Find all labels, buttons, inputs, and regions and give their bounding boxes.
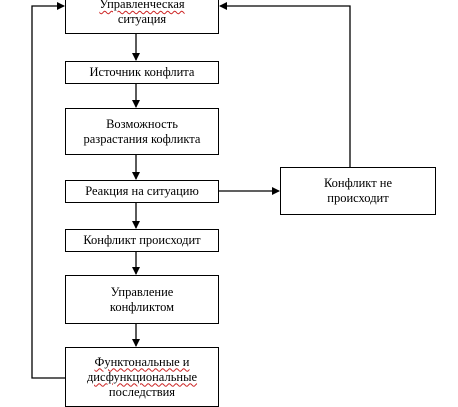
node-growth-line-1: Возможность — [106, 116, 178, 131]
node-management-line-1: Управление — [110, 284, 174, 299]
node-conflict-occurs: Конфликт происходит — [65, 229, 219, 252]
node-management-line-2: конфликтом — [109, 299, 175, 314]
arrow-consequences-loop — [31, 2, 65, 379]
node-no-conflict-line-1: Конфликт не — [323, 176, 393, 190]
node-management-situation: Управленческая ситуация — [65, 0, 219, 34]
node-conflict-source: Источник конфлита — [65, 61, 219, 84]
node-growth-line-2: разрастания кофликта — [83, 131, 201, 146]
node-growth-possibility: Возможность разрастания кофликта — [65, 108, 219, 155]
node-conflict-line-1: Конфликт происходит — [83, 233, 201, 247]
node-conflict-management: Управление конфликтом — [65, 275, 219, 324]
node-reaction-line-1: Реакция на ситуацию — [85, 184, 199, 198]
node-consequences: Функтональные и дисфункциональные послед… — [65, 347, 219, 407]
node-consequences-line-2: дисфункциональные — [86, 369, 198, 384]
node-reaction: Реакция на ситуацию — [65, 180, 219, 203]
node-consequences-line-3: последствия — [108, 384, 176, 399]
node-no-conflict: Конфликт не происходит — [280, 167, 436, 215]
node-consequences-line-1: Функтональные и — [94, 354, 190, 369]
node-source-line-1: Источник конфлита — [90, 65, 195, 80]
node-situation-line-2: ситуация — [117, 12, 167, 26]
node-no-conflict-line-2: происходит — [327, 191, 389, 205]
arrow-no-conflict-to-situation — [219, 2, 351, 167]
node-source-text: Источник конфлита — [89, 65, 195, 79]
node-situation-line-1: Управленческая — [99, 0, 185, 11]
